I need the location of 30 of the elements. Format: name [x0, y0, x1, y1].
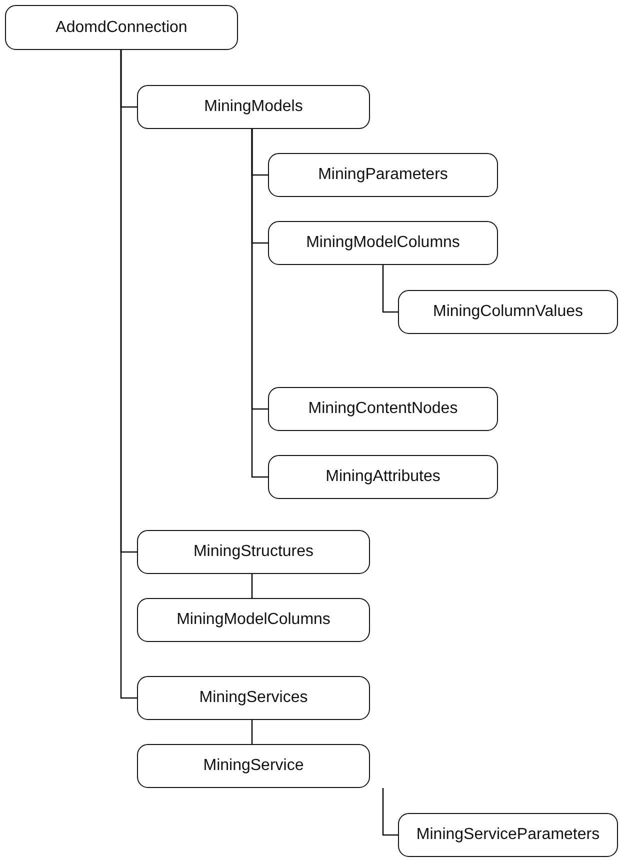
class-box [268, 455, 498, 499]
class-name: MiningService [203, 757, 304, 775]
connector-line [251, 574, 253, 598]
class-box [268, 153, 498, 197]
class-name: MiningContentNodes [308, 400, 458, 418]
connector-line [382, 788, 398, 836]
class-box [137, 676, 370, 720]
class-name: MiningAttributes [326, 468, 440, 486]
connector-line [120, 50, 137, 699]
connector-line [251, 129, 268, 478]
class-box [398, 813, 618, 857]
class-name: MiningModels [204, 98, 303, 116]
class-name: MiningStructures [193, 543, 314, 561]
class-name: MiningServiceParameters [416, 826, 600, 844]
class-name: MiningParameters [318, 166, 448, 184]
class-box [5, 5, 238, 50]
class-box [268, 221, 498, 265]
connector-line [251, 720, 253, 744]
class-box [137, 530, 370, 574]
class-box [268, 387, 498, 431]
class-name: MiningColumnValues [433, 303, 583, 321]
class-box [137, 85, 370, 129]
class-name: MiningModelColumns [176, 611, 330, 629]
class-box [137, 744, 370, 788]
class-box [398, 290, 618, 334]
class-box [137, 598, 370, 642]
connector-line [382, 265, 398, 313]
class-name: MiningModelColumns [306, 234, 460, 252]
class-name: MiningServices [199, 689, 308, 707]
class-name: AdomdConnection [56, 18, 188, 36]
